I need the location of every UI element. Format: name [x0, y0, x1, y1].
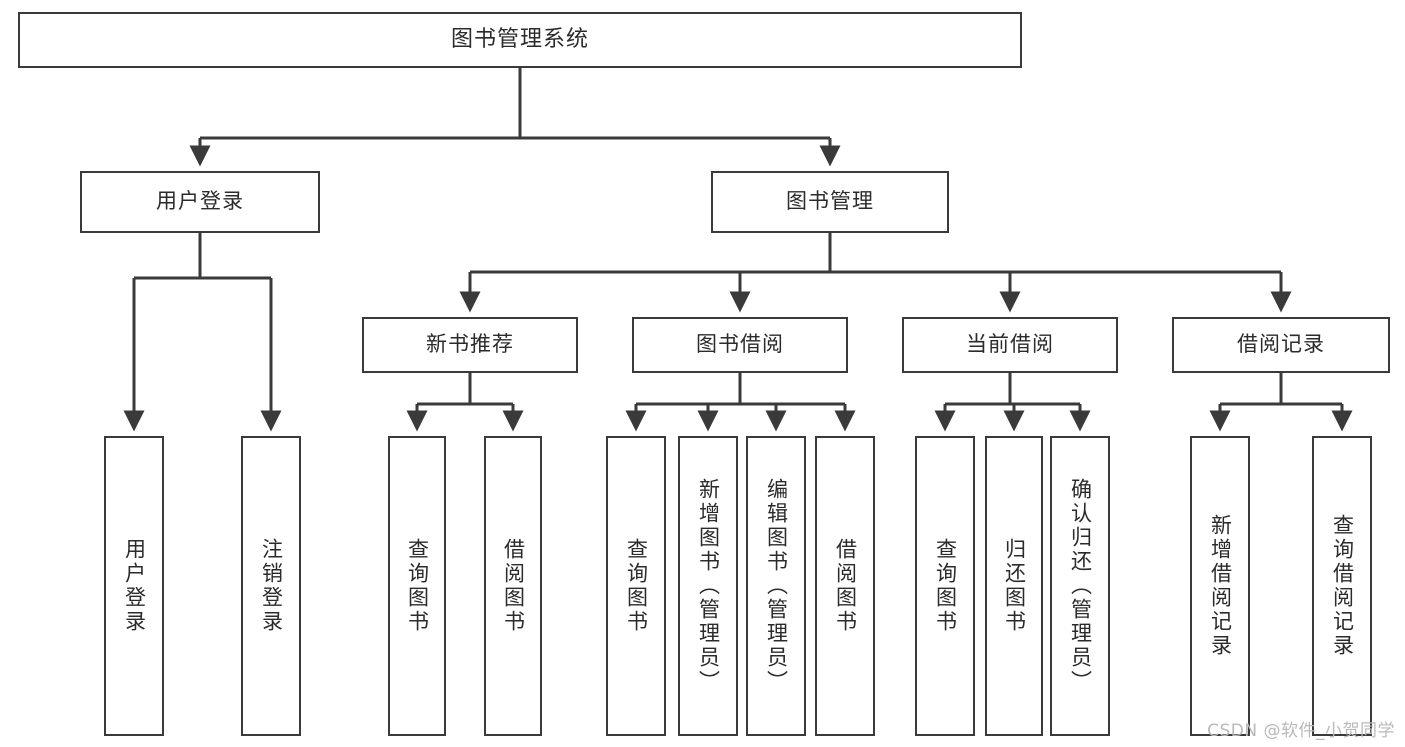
node-label: 用户登录 — [122, 538, 147, 634]
node-label: 图书管理系统 — [450, 26, 589, 52]
node-leaf-current-confirm-return-admin[interactable]: 确认归还（管理员） — [1050, 436, 1110, 736]
node-label: 新书推荐 — [426, 332, 514, 357]
node-label: 归还图书 — [1002, 538, 1027, 634]
node-leaf-record-add-record[interactable]: 新增借阅记录 — [1190, 436, 1250, 736]
node-leaf-recommend-borrow-book[interactable]: 借阅图书 — [484, 436, 542, 736]
node-label: 新增图书（管理员） — [696, 478, 721, 694]
node-root-system[interactable]: 图书管理系统 — [18, 12, 1022, 68]
node-leaf-recommend-query-book[interactable]: 查询图书 — [388, 436, 446, 736]
node-label: 查询图书 — [624, 538, 649, 634]
node-label: 查询借阅记录 — [1330, 514, 1355, 658]
node-book-management[interactable]: 图书管理 — [711, 171, 949, 233]
node-leaf-borrow-query-book[interactable]: 查询图书 — [606, 436, 666, 736]
node-label: 查询图书 — [405, 538, 430, 634]
node-label: 借阅图书 — [833, 538, 858, 634]
node-label: 借阅记录 — [1237, 332, 1325, 357]
node-leaf-current-query-book[interactable]: 查询图书 — [915, 436, 975, 736]
node-leaf-record-query-record[interactable]: 查询借阅记录 — [1312, 436, 1372, 736]
node-label: 编辑图书（管理员） — [764, 478, 789, 694]
node-book-borrow[interactable]: 图书借阅 — [632, 317, 848, 373]
node-leaf-user-login-login[interactable]: 用户登录 — [104, 436, 164, 736]
node-label: 用户登录 — [156, 189, 244, 214]
node-leaf-borrow-add-book-admin[interactable]: 新增图书（管理员） — [678, 436, 738, 736]
node-leaf-borrow-edit-book-admin[interactable]: 编辑图书（管理员） — [746, 436, 806, 736]
node-label: 图书借阅 — [696, 332, 784, 357]
node-new-book-recommend[interactable]: 新书推荐 — [362, 317, 578, 373]
node-leaf-current-return-book[interactable]: 归还图书 — [985, 436, 1043, 736]
node-label: 新增借阅记录 — [1208, 514, 1233, 658]
watermark-text: CSDN @软件_小贺同学 — [1207, 721, 1395, 741]
node-leaf-user-login-logout[interactable]: 注销登录 — [241, 436, 301, 736]
node-leaf-borrow-borrow-book[interactable]: 借阅图书 — [815, 436, 875, 736]
node-user-login[interactable]: 用户登录 — [80, 171, 320, 233]
node-label: 确认归还（管理员） — [1068, 478, 1093, 694]
node-label: 注销登录 — [259, 538, 284, 634]
node-borrow-record[interactable]: 借阅记录 — [1172, 317, 1390, 373]
node-label: 借阅图书 — [501, 538, 526, 634]
node-label: 当前借阅 — [966, 332, 1054, 357]
node-current-borrow[interactable]: 当前借阅 — [902, 317, 1118, 373]
node-label: 查询图书 — [933, 538, 958, 634]
node-label: 图书管理 — [786, 189, 874, 214]
